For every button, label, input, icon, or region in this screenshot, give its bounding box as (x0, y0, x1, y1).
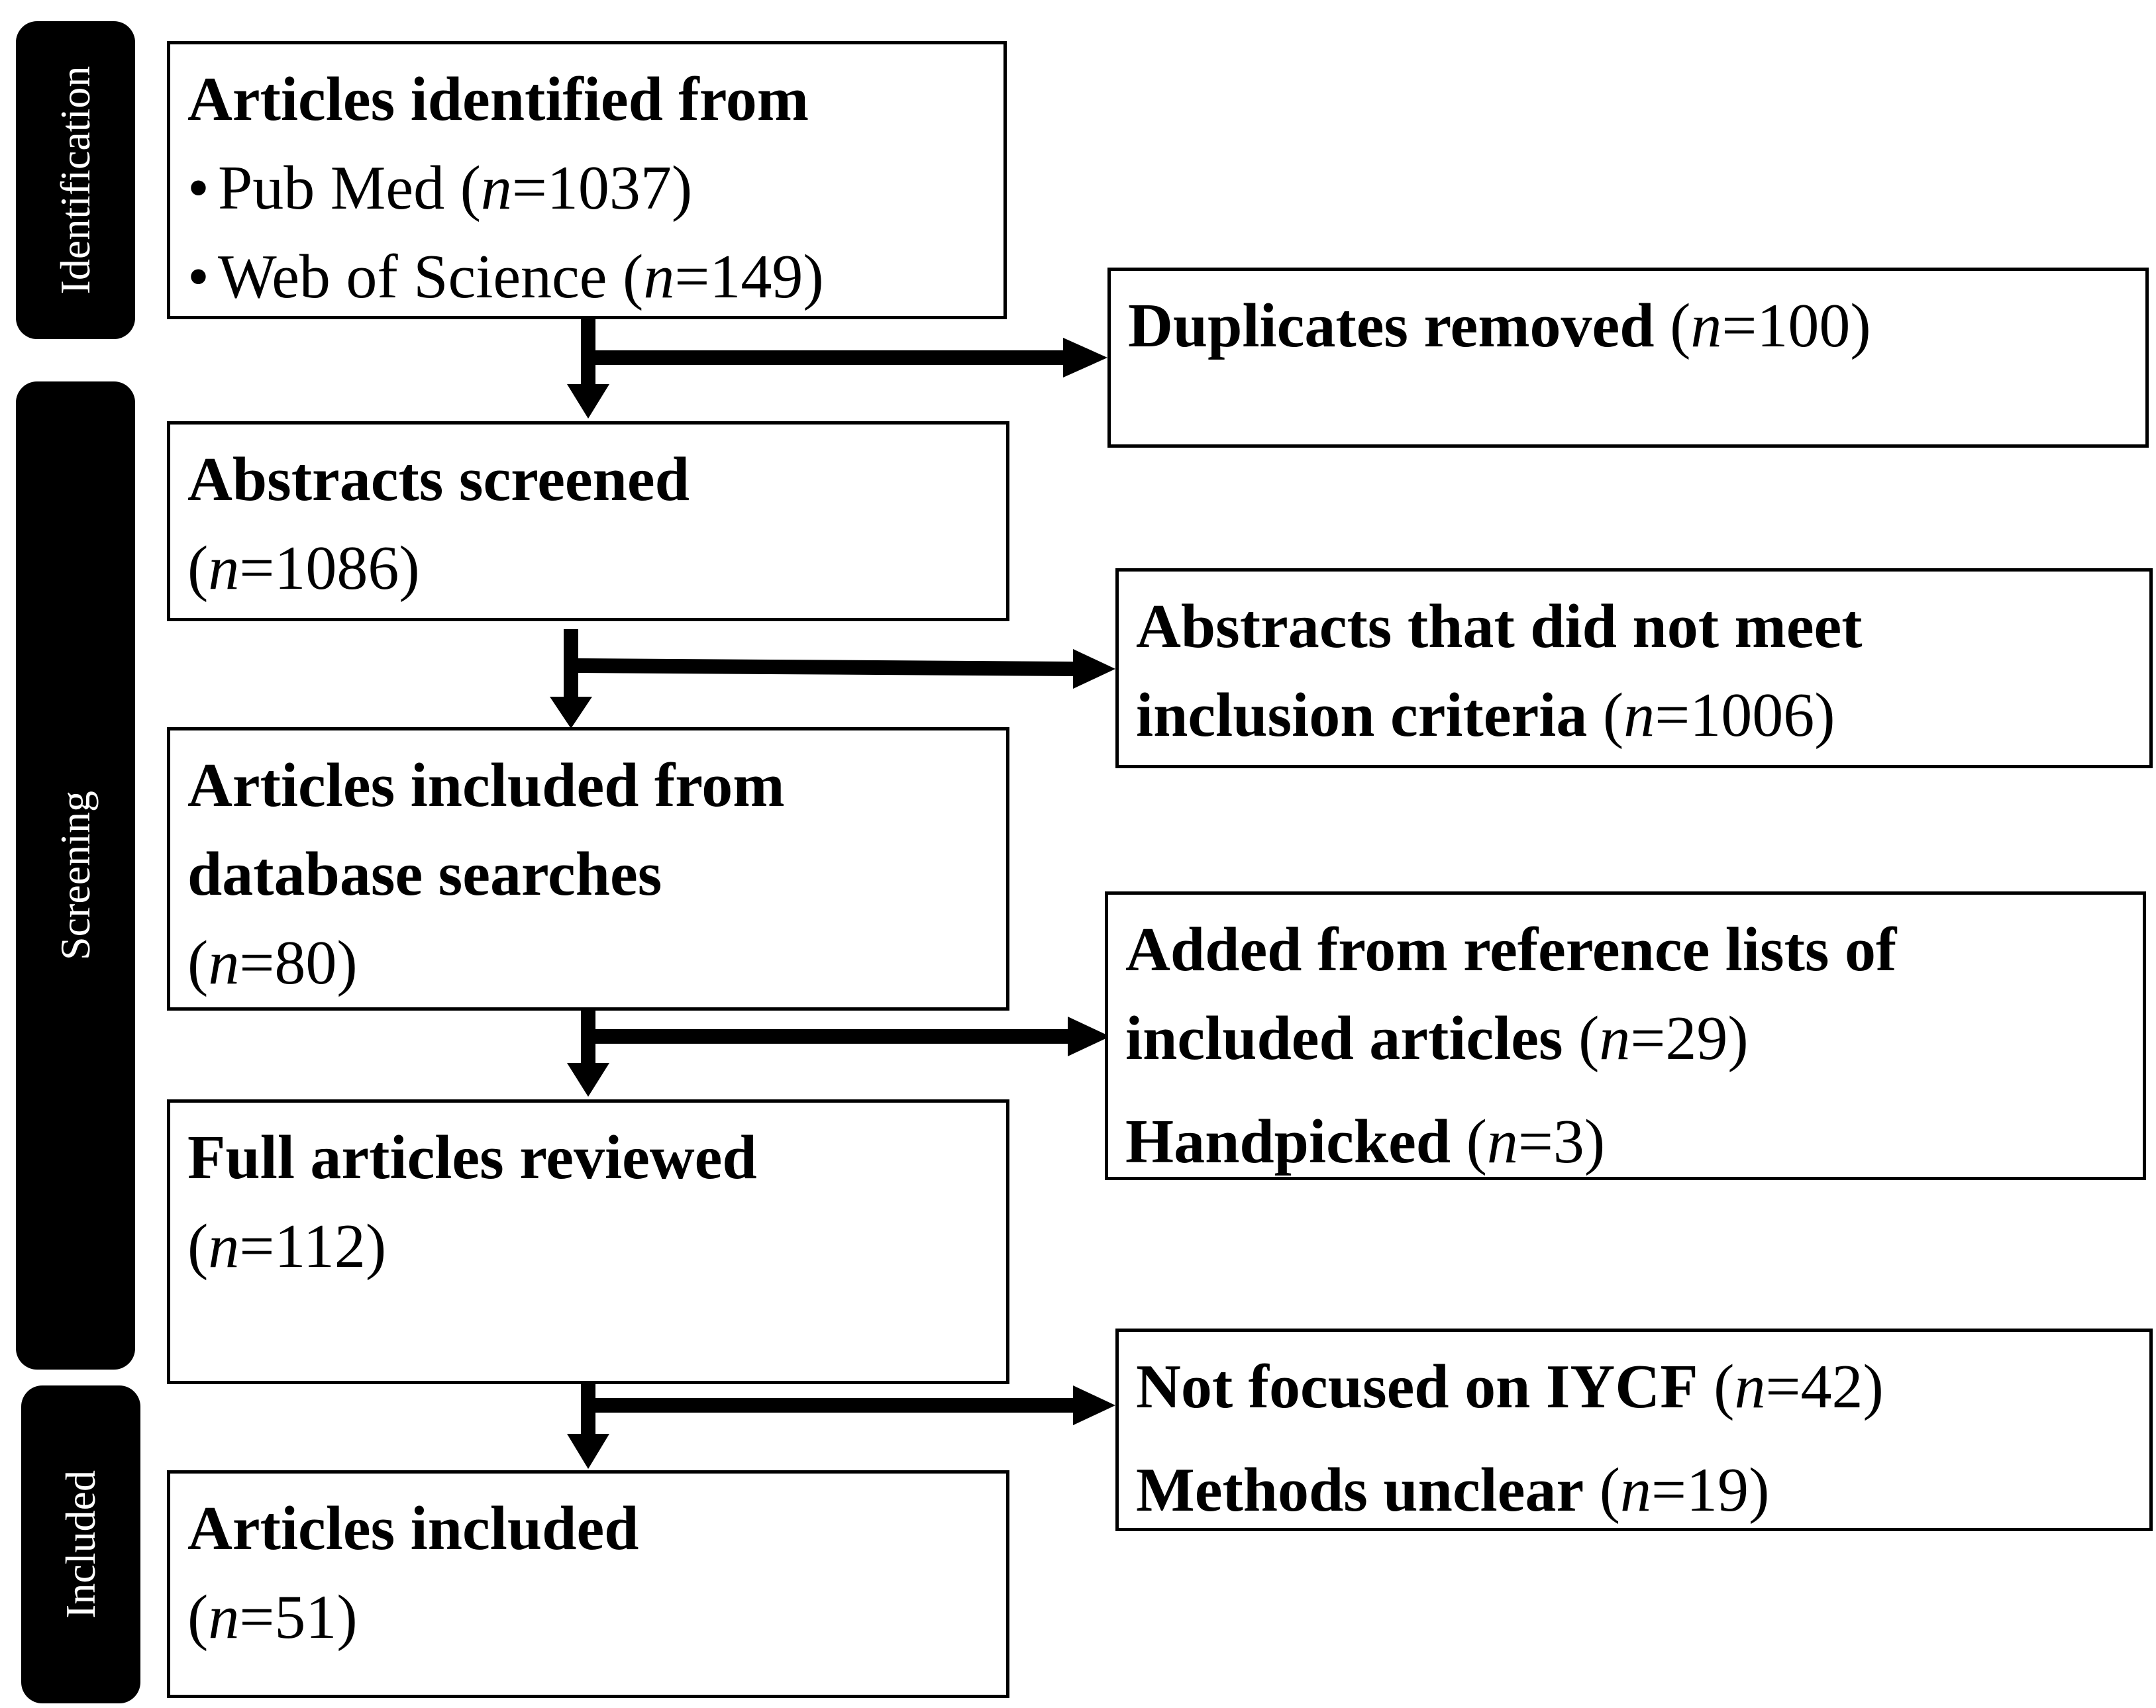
wos-line: •Web of Science (n=149) (187, 232, 986, 321)
pubmed-label: Pub Med (218, 154, 445, 223)
included-count: =51 (239, 1583, 337, 1652)
phase-bar-identification: Identification (16, 21, 135, 339)
phase-bar-included: Included (21, 1385, 140, 1703)
arrowhead-down-2 (550, 697, 592, 728)
full-count: =112 (239, 1212, 366, 1281)
duplicates-count: =100 (1721, 291, 1851, 360)
box-excluded-reasons: Not focused on IYCF (n=42) Methods uncle… (1115, 1329, 2153, 1531)
arrowhead-right-3 (1068, 1017, 1110, 1056)
box-not-meet-criteria: Abstracts that did not meet inclusion cr… (1115, 568, 2153, 768)
n-symbol: n (1690, 291, 1722, 360)
n-symbol: n (1486, 1107, 1518, 1176)
n-symbol: n (208, 1212, 240, 1281)
arrowhead-right-4 (1073, 1385, 1115, 1425)
pubmed-line: •Pub Med (n=1037) (187, 144, 986, 232)
duplicates-label: Duplicates removed (1128, 291, 1655, 360)
added-label-line2: included articles (1125, 1004, 1563, 1073)
box-duplicates-removed: Duplicates removed (n=100) (1107, 268, 2149, 448)
wos-count: =149 (674, 242, 803, 311)
bullet-icon: • (187, 154, 209, 223)
screened-count: =1086 (239, 534, 399, 603)
n-symbol: n (1623, 681, 1655, 750)
pubmed-count: =1037 (511, 154, 672, 223)
n-symbol: n (643, 242, 675, 311)
n-symbol: n (208, 929, 240, 997)
excluded-reason1: Not focused on IYCF (1136, 1352, 1698, 1421)
screened-label: Abstracts screened (187, 445, 690, 514)
excluded-reason2: Methods unclear (1136, 1456, 1584, 1525)
full-label: Full articles reviewed (187, 1123, 757, 1192)
arrowhead-down-4 (567, 1434, 609, 1469)
box-full-articles-reviewed: Full articles reviewed (n=112) (167, 1099, 1009, 1384)
arrowhead-right-2 (1073, 649, 1115, 689)
n-symbol: n (1734, 1352, 1766, 1421)
box-articles-from-database: Articles included from database searches… (167, 727, 1009, 1011)
identified-title: Articles identified from (187, 65, 809, 134)
bullet-icon: • (187, 242, 209, 311)
n-symbol: n (1599, 1004, 1631, 1073)
arrow-right-2 (570, 658, 1077, 676)
arrowhead-down-1 (567, 384, 609, 419)
handpicked-label: Handpicked (1125, 1107, 1451, 1176)
handpicked-count: =3 (1517, 1107, 1584, 1176)
identified-title-line: Articles identified from (187, 55, 986, 144)
excluded-reason2-count: =19 (1651, 1456, 1749, 1525)
n-symbol: n (208, 534, 240, 603)
n-symbol: n (208, 1583, 240, 1652)
added-label-line1: Added from reference lists of (1125, 915, 1897, 984)
n-symbol: n (480, 154, 512, 223)
box-articles-identified: Articles identified from •Pub Med (n=103… (167, 41, 1007, 319)
excluded-reason1-count: =42 (1765, 1352, 1863, 1421)
included-label: Articles included (187, 1494, 639, 1563)
box-abstracts-screened: Abstracts screened (n=1086) (167, 421, 1009, 621)
phase-bar-screening: Screening (16, 381, 135, 1370)
arrowhead-right-1 (1063, 338, 1107, 377)
from-db-label-line1: Articles included from (187, 751, 785, 820)
from-db-count: =80 (239, 929, 337, 997)
box-articles-included: Articles included (n=51) (167, 1470, 1009, 1698)
not-meet-label-line2: inclusion criteria (1136, 681, 1588, 750)
not-meet-label-line1: Abstracts that did not meet (1136, 592, 1863, 661)
arrowhead-down-3 (567, 1063, 609, 1097)
not-meet-count: =1006 (1655, 681, 1815, 750)
wos-label: Web of Science (218, 242, 607, 311)
added-count: =29 (1630, 1004, 1728, 1073)
from-db-label-line2: database searches (187, 840, 662, 909)
box-added-from-references: Added from reference lists of included a… (1105, 891, 2146, 1180)
n-symbol: n (1620, 1456, 1652, 1525)
